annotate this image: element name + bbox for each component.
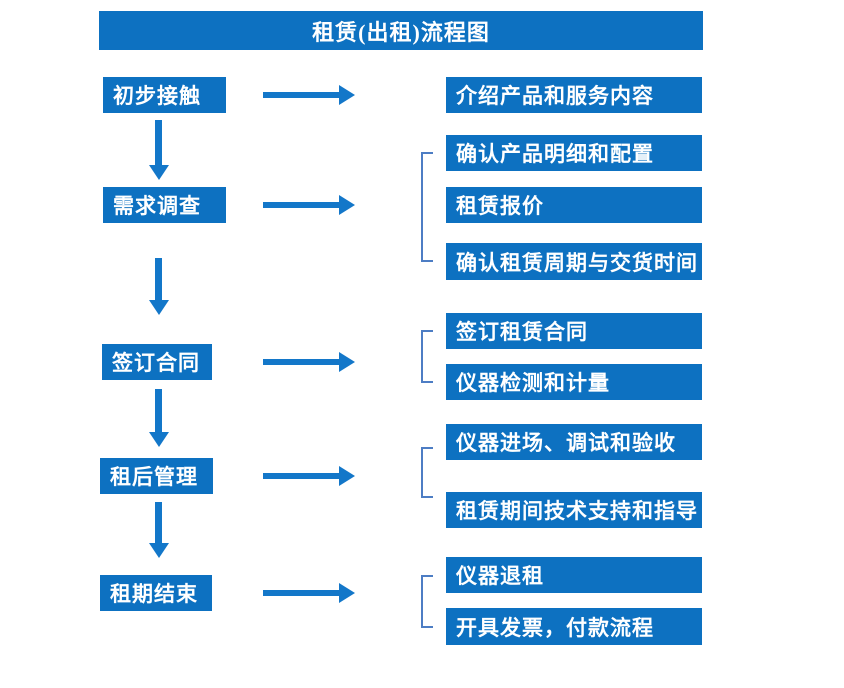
output-box-confirm-product-details: 确认产品明细和配置 <box>446 135 702 171</box>
group-bracket <box>421 575 433 628</box>
output-box-invoice-payment: 开具发票，付款流程 <box>446 608 702 645</box>
output-box-technical-support: 租赁期间技术支持和指导 <box>446 492 702 528</box>
step-box-initial-contact: 初步接触 <box>103 77 226 113</box>
down-arrow-icon <box>155 502 162 543</box>
group-bracket <box>421 152 433 262</box>
output-box-sign-rental-contract: 签订租赁合同 <box>446 313 702 349</box>
right-arrow-icon <box>263 202 339 208</box>
right-arrow-icon <box>263 473 339 479</box>
down-arrow-icon <box>155 120 162 165</box>
output-box-instrument-setup-acceptance: 仪器进场、调试和验收 <box>446 424 702 460</box>
step-box-demand-survey: 需求调查 <box>103 187 226 223</box>
down-arrow-icon <box>155 258 162 300</box>
right-arrow-icon <box>263 590 339 596</box>
right-arrow-icon <box>263 92 339 98</box>
step-box-post-rental-management: 租后管理 <box>100 458 213 494</box>
down-arrow-icon <box>155 389 162 432</box>
group-bracket <box>421 330 433 383</box>
diagram-title: 租赁(出租)流程图 <box>99 11 703 50</box>
output-box-instrument-inspection: 仪器检测和计量 <box>446 364 702 400</box>
output-box-instrument-return: 仪器退租 <box>446 557 702 593</box>
output-box-rental-quote: 租赁报价 <box>446 187 702 223</box>
output-box-confirm-rental-period: 确认租赁周期与交货时间 <box>446 243 702 280</box>
right-arrow-icon <box>263 359 339 365</box>
group-bracket <box>421 447 433 498</box>
output-box-introduce-products: 介绍产品和服务内容 <box>446 77 702 113</box>
step-box-rental-end: 租期结束 <box>100 575 212 611</box>
step-box-sign-contract: 签订合同 <box>102 344 212 380</box>
